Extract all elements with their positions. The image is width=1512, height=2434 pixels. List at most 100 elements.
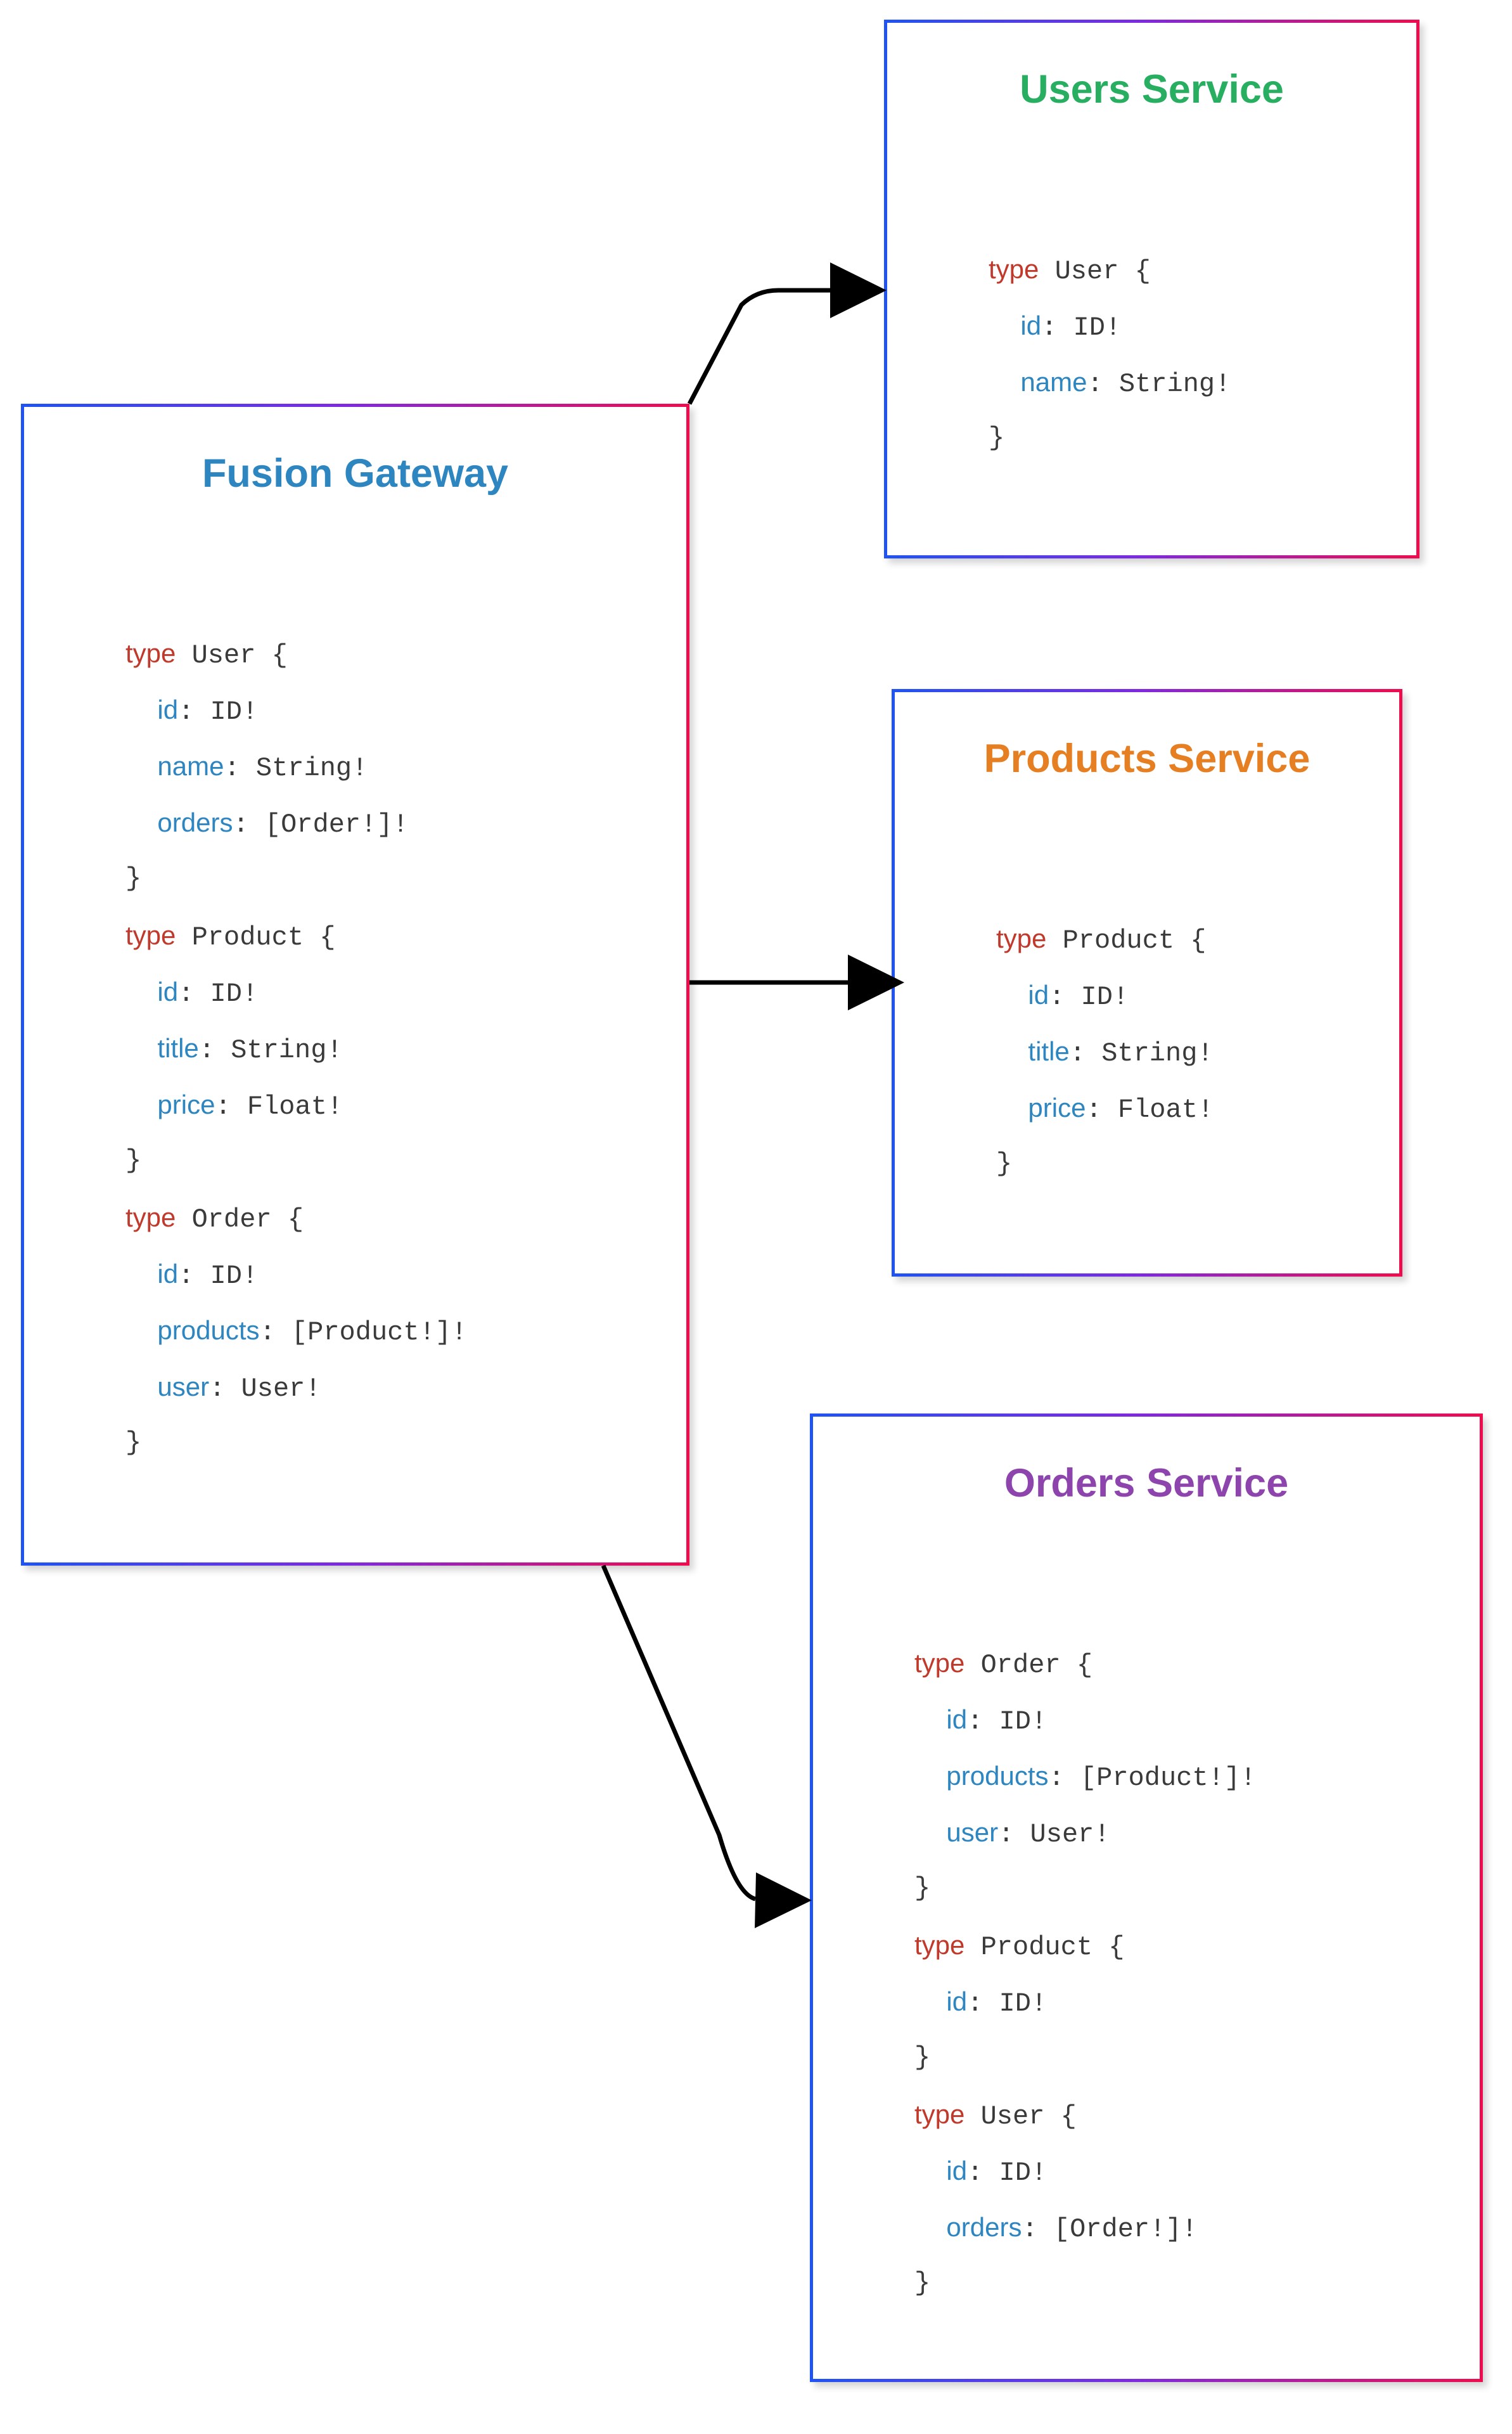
code-token: : ID! (967, 1988, 1048, 2019)
code-token (125, 979, 157, 1009)
code-line: } (914, 2255, 1467, 2312)
code-line: type User { (914, 2086, 1467, 2142)
code-token: User { (176, 640, 288, 671)
code-token: User { (964, 2101, 1077, 2132)
code-token: : ID! (178, 979, 259, 1009)
code-line: } (914, 1860, 1467, 1917)
code-line: } (996, 1136, 1387, 1192)
code-token: type (914, 2099, 965, 2129)
orders-service-box: Orders Service type Order { id: ID! prod… (810, 1413, 1483, 2382)
code-line: title: String! (125, 1020, 674, 1076)
code-token (996, 982, 1028, 1012)
code-token (125, 1035, 157, 1066)
code-line: products: [Product!]! (125, 1302, 674, 1358)
code-line: id: ID! (914, 2142, 1467, 2199)
code-line: name: String! (989, 354, 1404, 410)
code-token: : [Order!]! (1022, 2214, 1198, 2244)
arrow-gateway-to-users (687, 262, 887, 405)
code-token: type (914, 1930, 965, 1960)
code-token (125, 1261, 157, 1291)
code-token (914, 2214, 946, 2244)
code-token: } (914, 1873, 931, 1903)
code-token: : String! (224, 753, 368, 783)
orders-service-code: type Order { id: ID! products: [Product!… (813, 1635, 1480, 2312)
code-token: : [Order!]! (233, 809, 409, 840)
code-token: : ID! (1049, 982, 1129, 1012)
code-line: } (125, 1133, 674, 1189)
code-token: Product { (176, 922, 336, 953)
code-token: : ID! (178, 697, 259, 727)
arrow-gateway-to-products (689, 955, 904, 1010)
code-line: type Order { (125, 1189, 674, 1246)
code-line: id: ID! (989, 297, 1404, 354)
code-line: user: User! (914, 1804, 1467, 1860)
code-token: name (1020, 367, 1087, 397)
products-service-title: Products Service (983, 737, 1310, 781)
users-service-code: type User { id: ID! name: String!} (887, 241, 1416, 467)
code-line: id: ID! (125, 681, 674, 738)
code-line: type User { (125, 625, 674, 681)
code-token: type (914, 1648, 965, 1678)
code-token: : String! (198, 1035, 343, 1066)
code-token: } (914, 2042, 931, 2073)
code-token: : ID! (178, 1261, 259, 1291)
code-token (125, 809, 157, 840)
code-line: id: ID! (125, 963, 674, 1020)
fusion-gateway-box: Fusion Gateway type User { id: ID! name:… (21, 404, 689, 1566)
code-line: } (125, 851, 674, 907)
code-token (125, 753, 157, 783)
fusion-gateway-title: Fusion Gateway (202, 451, 509, 496)
code-line: type Product { (914, 1917, 1467, 1973)
code-token (914, 2158, 946, 2188)
code-token: : [Product!]! (259, 1317, 468, 1348)
arrowhead-icon (830, 262, 887, 318)
code-token: type (125, 920, 176, 950)
code-token: type (996, 924, 1047, 953)
code-token: : ID! (967, 2158, 1048, 2188)
code-line: type User { (989, 241, 1404, 297)
code-token: Product { (964, 1932, 1125, 1962)
code-token: Order { (176, 1204, 304, 1235)
code-line: } (989, 410, 1404, 467)
code-token: orders (946, 2212, 1022, 2242)
code-token: price (157, 1090, 215, 1119)
code-token: id (1028, 980, 1049, 1010)
code-line: user: User! (125, 1358, 674, 1415)
code-token: name (157, 751, 224, 781)
code-token: : User! (209, 1374, 321, 1404)
code-token: id (946, 2156, 968, 2186)
code-token: id (946, 1986, 968, 2016)
code-token: products (946, 1761, 1049, 1791)
products-service-box: Products Service type Product { id: ID! … (892, 689, 1402, 1277)
code-line: type Order { (914, 1635, 1467, 1691)
code-line: orders: [Order!]! (914, 2199, 1467, 2255)
arrow-gateway-to-orders (601, 1564, 812, 1928)
code-token: type (989, 254, 1039, 284)
code-line: name: String! (125, 738, 674, 794)
code-token: user (157, 1372, 210, 1401)
code-token: } (125, 863, 142, 894)
code-token: Product { (1046, 925, 1207, 956)
code-token (989, 312, 1020, 343)
users-service-box: Users Service type User { id: ID! name: … (884, 20, 1419, 558)
code-token (914, 1988, 946, 2019)
code-line: id: ID! (125, 1246, 674, 1302)
code-token: orders (157, 808, 233, 837)
code-token: : User! (998, 1819, 1110, 1850)
code-token: user (946, 1817, 999, 1847)
code-token: User { (1039, 256, 1151, 287)
code-token (125, 1374, 157, 1404)
code-token: id (1020, 311, 1042, 340)
users-service-title: Users Service (1020, 67, 1284, 112)
code-token (125, 1091, 157, 1122)
code-token: Order { (964, 1650, 1093, 1680)
code-token: title (157, 1033, 199, 1063)
code-token (989, 369, 1020, 399)
code-line: type Product { (125, 907, 674, 963)
code-token (125, 697, 157, 727)
code-line: id: ID! (996, 967, 1387, 1023)
code-token: : ID! (967, 1706, 1048, 1737)
code-token: : String! (1069, 1038, 1214, 1069)
fusion-gateway-code: type User { id: ID! name: String! orders… (24, 625, 686, 1471)
